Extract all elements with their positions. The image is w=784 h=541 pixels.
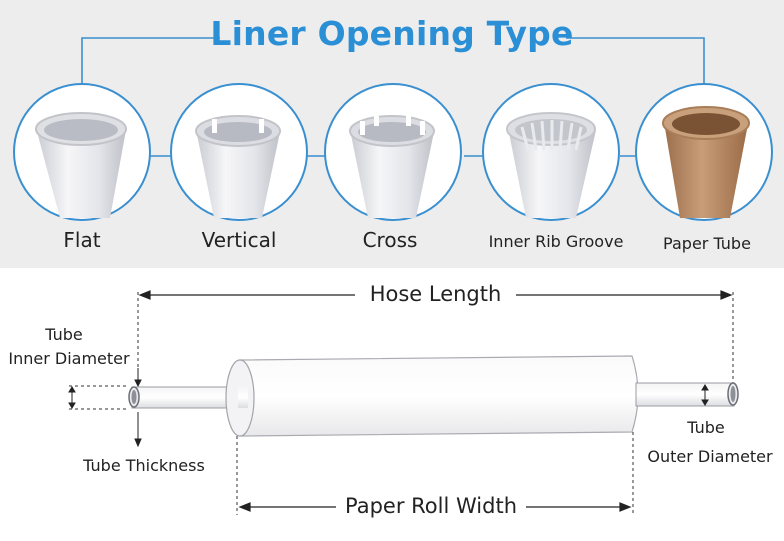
paper-roll-width-label: Paper Roll Width (345, 494, 517, 518)
inner-diameter-arrow (68, 368, 142, 448)
right-core-tube (635, 382, 739, 407)
tube-outer-diameter-label-line2: Outer Diameter (647, 447, 773, 466)
paper-tube-icon (635, 83, 773, 221)
paper-roll (225, 355, 639, 437)
tube-thickness-label: Tube Thickness (83, 456, 205, 475)
outer-diameter-arrow (701, 384, 709, 406)
page-title: Liner Opening Type (210, 14, 574, 53)
tube-inner-diameter-label-line1: Tube (45, 325, 83, 344)
tube-inner-diameter-label-line2: Inner Diameter (8, 349, 130, 368)
flat-tube-icon (13, 83, 151, 221)
type-label-paper-tube: Paper Tube (663, 234, 751, 253)
type-label-vertical: Vertical (201, 228, 277, 252)
paper-roll-width-dimension (238, 502, 632, 512)
hose-length-label: Hose Length (369, 282, 502, 306)
tube-outer-diameter-label-line1: Tube (687, 418, 725, 437)
type-label-flat: Flat (63, 228, 101, 252)
cross-slot-tube-icon (324, 83, 462, 221)
type-label-inner-rib-groove: Inner Rib Groove (488, 232, 624, 251)
inner-rib-groove-tube-icon (482, 83, 620, 221)
left-core-tube (128, 386, 245, 409)
vertical-slot-tube-icon (170, 83, 308, 221)
title-bracket (81, 37, 705, 157)
type-label-cross: Cross (362, 228, 418, 252)
hose-length-dimension (138, 290, 733, 300)
